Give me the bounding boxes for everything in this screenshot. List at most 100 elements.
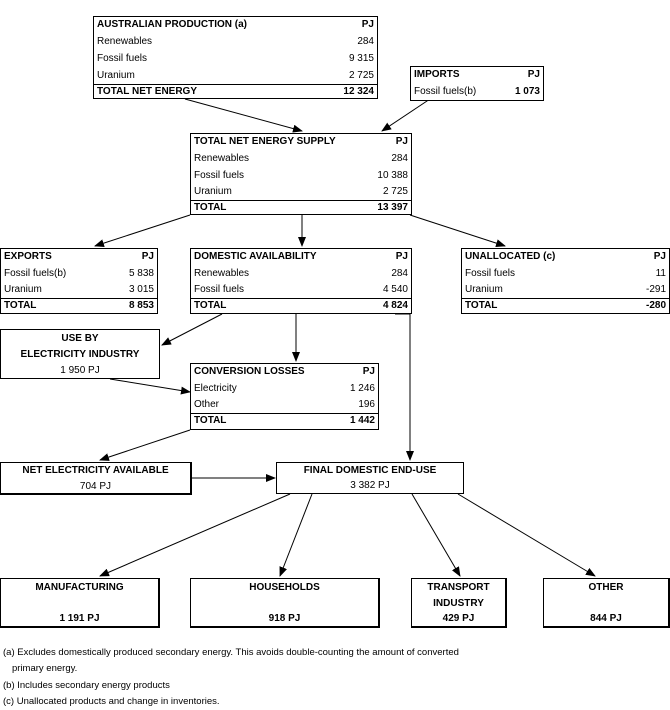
electricity-use-line2: ELECTRICITY INDUSTRY <box>20 349 140 360</box>
final-use-title: FINAL DOMESTIC END-USE <box>303 465 437 476</box>
arrow-production-to-supply <box>184 98 303 133</box>
transport-value: 429 PJ <box>442 613 475 624</box>
imports-box: IMPORTS PJ Fossil fuels(b) 1 073 <box>410 66 544 101</box>
exports-row-label: Uranium <box>4 284 42 295</box>
final-use-value: 3 382 PJ <box>350 480 390 491</box>
conversion-total-value: 1 442 <box>349 415 375 426</box>
supply-row-value: 284 <box>391 153 408 164</box>
production-row-value: 284 <box>357 36 374 47</box>
imports-row-label: Fossil fuels(b) <box>414 86 477 97</box>
conversion-row-label: Other <box>194 399 220 410</box>
electricity-use-value: 1 950 PJ <box>60 365 100 376</box>
arrow-electricity-use-to-conversion <box>109 378 191 395</box>
electricity-use-line1: USE BY <box>61 333 99 344</box>
exports-row-value: 5 838 <box>128 268 154 279</box>
supply-title: TOTAL NET ENERGY SUPPLY <box>194 136 336 147</box>
net-electricity-value: 704 PJ <box>79 481 112 492</box>
arrow-final-to-other <box>457 493 596 577</box>
arrow-conversion-to-net-electricity <box>99 429 191 461</box>
unallocated-row-label: Uranium <box>465 284 503 295</box>
production-row-label: Fossil fuels <box>97 53 148 64</box>
imports-row-value: 1 073 <box>514 86 540 97</box>
unallocated-box: UNALLOCATED (c) PJ Fossil fuels 11 Uranium… <box>461 248 670 314</box>
unallocated-row-label: Fossil fuels <box>465 268 516 279</box>
transport-line1: TRANSPORT <box>427 582 490 593</box>
supply-row-value: 10 388 <box>377 170 408 181</box>
unallocated-total-value: -280 <box>645 300 666 311</box>
domestic-total-label: TOTAL <box>194 300 227 311</box>
arrow-domestic-to-final-use <box>395 313 414 461</box>
supply-unit: PJ <box>395 136 408 147</box>
domestic-row-label: Fossil fuels <box>194 284 245 295</box>
footnote-c: (c) Unallocated products and change in i… <box>3 696 220 707</box>
supply-row-label: Fossil fuels <box>194 170 245 181</box>
domestic-row-label: Renewables <box>194 268 250 279</box>
production-title: AUSTRALIAN PRODUCTION (a) <box>97 19 247 30</box>
exports-total-label: TOTAL <box>4 300 37 311</box>
exports-total-value: 8 853 <box>128 300 154 311</box>
arrow-supply-to-exports <box>94 214 191 248</box>
arrow-supply-to-unallocated <box>409 214 506 248</box>
unallocated-title: UNALLOCATED (c) <box>465 251 556 262</box>
imports-unit: PJ <box>527 69 540 80</box>
supply-total-value: 13 397 <box>377 202 408 213</box>
domestic-row-value: 4 540 <box>382 284 408 295</box>
arrow-final-to-households <box>279 493 313 577</box>
production-row-value: 2 725 <box>348 70 374 81</box>
supply-row-value: 2 725 <box>382 186 408 197</box>
arrow-final-to-transport <box>411 493 461 577</box>
production-row-label: Uranium <box>97 70 135 81</box>
footnote-a: (a) Excludes domestically produced secon… <box>3 647 459 658</box>
conversion-row-label: Electricity <box>194 383 237 394</box>
conversion-total-label: TOTAL <box>194 415 227 426</box>
unallocated-row-value: -291 <box>645 284 666 295</box>
arrow-domestic-to-electricity-use <box>161 313 223 346</box>
conversion-row-value: 196 <box>358 399 375 410</box>
net-electricity-box: NET ELECTRICITY AVAILABLE 704 PJ <box>0 462 192 495</box>
transport-box: TRANSPORT INDUSTRY 429 PJ <box>411 578 507 628</box>
final-use-box: FINAL DOMESTIC END-USE 3 382 PJ <box>276 462 464 494</box>
manufacturing-box: MANUFACTURING 1 191 PJ <box>0 578 160 628</box>
imports-title: IMPORTS <box>414 69 460 80</box>
exports-title: EXPORTS <box>4 251 52 262</box>
footnote-a-cont: primary energy. <box>12 663 78 674</box>
domestic-total-value: 4 824 <box>382 300 408 311</box>
production-unit: PJ <box>361 19 374 30</box>
conversion-unit: PJ <box>362 366 375 377</box>
unallocated-total-label: TOTAL <box>465 300 498 311</box>
other-box: OTHER 844 PJ <box>543 578 670 628</box>
production-row-label: Renewables <box>97 36 153 47</box>
conversion-box: CONVERSION LOSSES PJ Electricity 1 246 Oth… <box>190 363 379 430</box>
manufacturing-title: MANUFACTURING <box>35 582 124 593</box>
production-total-label: TOTAL NET ENERGY <box>97 86 198 97</box>
exports-unit: PJ <box>141 251 154 262</box>
transport-line2: INDUSTRY <box>433 598 484 609</box>
households-box: HOUSEHOLDS 918 PJ <box>190 578 380 628</box>
conversion-row-value: 1 246 <box>349 383 375 394</box>
conversion-title: CONVERSION LOSSES <box>194 366 305 377</box>
households-value: 918 PJ <box>268 613 301 624</box>
unallocated-unit: PJ <box>653 251 666 262</box>
other-title: OTHER <box>588 582 624 593</box>
supply-total-label: TOTAL <box>194 202 227 213</box>
other-value: 844 PJ <box>590 613 622 624</box>
supply-row-label: Renewables <box>194 153 250 164</box>
supply-row-label: Uranium <box>194 186 232 197</box>
households-title: HOUSEHOLDS <box>249 582 320 593</box>
net-electricity-title: NET ELECTRICITY AVAILABLE <box>22 465 169 476</box>
manufacturing-value: 1 191 PJ <box>59 613 100 624</box>
production-total-value: 12 324 <box>343 86 374 97</box>
arrow-imports-to-supply <box>381 98 431 132</box>
arrow-final-to-manufacturing <box>99 493 291 577</box>
unallocated-row-value: 11 <box>655 268 666 279</box>
production-row-value: 9 315 <box>348 53 374 64</box>
domestic-row-value: 284 <box>391 268 408 279</box>
electricity-use-box: USE BY ELECTRICITY INDUSTRY 1 950 PJ <box>0 329 160 379</box>
production-box: AUSTRALIAN PRODUCTION (a) PJ Renewables 28… <box>93 16 378 99</box>
exports-row-label: Fossil fuels(b) <box>4 268 67 279</box>
domestic-title: DOMESTIC AVAILABILITY <box>194 251 317 262</box>
